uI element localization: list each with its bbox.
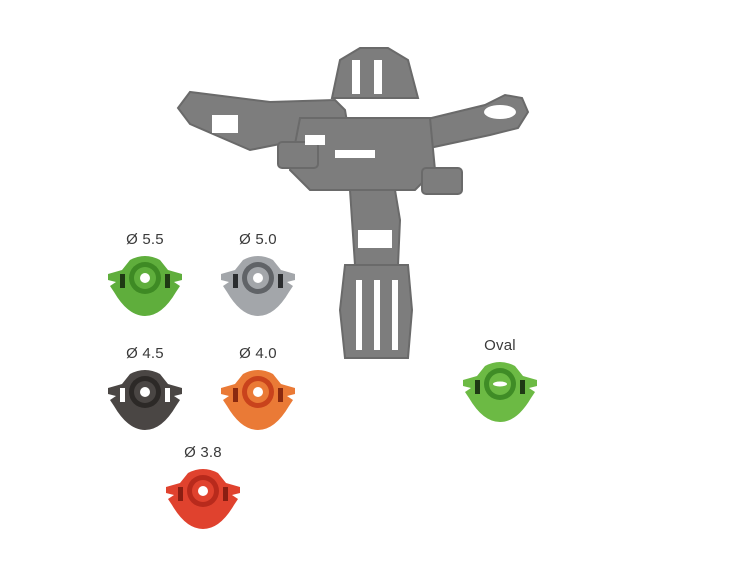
nozzle-label: Ø 5.0	[239, 231, 277, 248]
nozzle-label: Ø 4.0	[239, 345, 277, 362]
nozzle-label: Ø 5.5	[126, 231, 164, 248]
nozzle-oval-green-icon	[463, 362, 537, 422]
nozzle-5-0: Ø 5.0	[213, 230, 303, 318]
nozzle-green-icon	[108, 256, 182, 316]
nozzle-label: Ø 4.5	[126, 345, 164, 362]
nozzle-4-5: Ø 4.5	[100, 344, 190, 432]
sprinkler-illustration	[176, 47, 530, 359]
nozzle-red-icon	[166, 469, 240, 529]
nozzle-label: Ø 3.8	[184, 444, 222, 461]
nozzle-black-icon	[108, 370, 182, 430]
nozzle-4-0: Ø 4.0	[213, 344, 303, 432]
nozzle-label: Oval	[484, 337, 516, 354]
nozzle-3-8: Ø 3.8	[158, 443, 248, 531]
nozzle-orange-icon	[221, 370, 295, 430]
nozzle-gray-icon	[221, 256, 295, 316]
nozzle-oval: Oval	[455, 336, 545, 424]
nozzle-5-5: Ø 5.5	[100, 230, 190, 318]
